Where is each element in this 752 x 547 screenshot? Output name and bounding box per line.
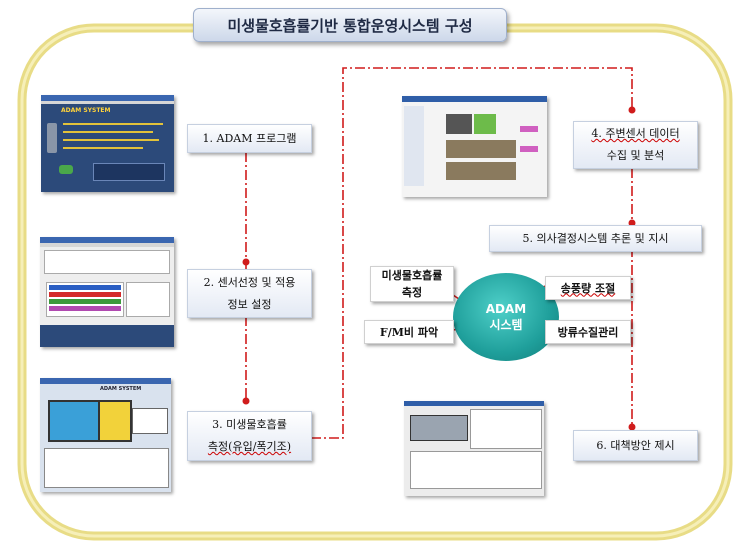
step-3-respiration: 3. 미생물호흡률 측정(유입/폭기조) [187,411,312,461]
step-3-label-line2: 측정(유입/폭기조) [207,440,292,453]
gauge-panel [446,114,472,134]
satellite-respiration-line2: 측정 [401,286,423,299]
data-table [44,448,169,488]
tank-graphic [48,400,100,442]
settings-grid [44,250,170,274]
step-4-sensor-data: 4. 주변센서 데이터 수집 및 분석 [573,121,698,169]
satellite-air-label: 송풍량 조절 [560,281,616,295]
screenshot-countermeasure [404,401,544,496]
sensor-values [126,282,170,317]
sensor-row [49,299,121,304]
trend-chart [470,409,542,449]
satellite-effluent-label: 방류수질관리 [557,325,619,339]
step-2-label-line1: 2. 센서선정 및 적용 [203,275,296,289]
window-titlebar [404,401,544,406]
window-menubar [41,101,174,104]
window-menubar [40,243,174,247]
screenshot-sensor-monitor [402,96,547,197]
step-5-decision: 5. 의사결정시스템 추론 및 지시 [489,225,702,252]
logo-icon [59,165,73,174]
tank-graphic [410,415,468,441]
process-panel [446,140,516,158]
sensor-device-image [47,123,57,153]
text-line [63,139,159,141]
brand-text: ADAM SYSTEM [61,107,111,114]
result-table [410,451,542,489]
step-2-sensor-setup: 2. 센서선정 및 적용 정보 설정 [187,269,312,318]
taskbar-area [40,325,174,347]
dot-step3 [242,397,250,405]
screenshot-sensor-settings [40,237,174,347]
sensor-row [49,292,121,297]
connector-3-4 [311,67,633,439]
dot-step6 [628,423,636,431]
satellite-fm-label: F/M비 파악 [379,325,439,339]
step-1-label: 1. ADAM 프로그램 [202,131,297,145]
step-5-label: 5. 의사결정시스템 추론 및 지시 [522,231,669,245]
info-panel [93,163,165,181]
adam-label-line1: ADAM [485,302,527,316]
tank-graphic [98,400,132,442]
window-titlebar [41,95,174,101]
sensor-tag [520,146,538,152]
step-2-label-line2: 정보 설정 [227,297,272,311]
window-titlebar [40,378,171,384]
satellite-fm-ratio: F/M비 파악 [364,320,454,344]
readout-panel [132,408,168,434]
adam-system-node: ADAM 시스템 [453,273,559,361]
text-line [63,147,143,149]
step-6-countermeasure: 6. 대책방안 제시 [573,430,698,461]
step-4-label-line1: 4. 주변센서 데이터 [591,127,680,140]
window-titlebar [40,237,174,243]
dot-step2 [242,258,250,266]
dot-step4 [628,106,636,114]
diagram-title: 미생물호흡률기반 통합운영시스템 구성 [193,8,507,42]
adam-label-line2: 시스템 [489,318,523,332]
satellite-respiration-line1: 미생물호흡률 [381,269,443,282]
sensor-row [49,306,121,311]
dot-step5 [628,219,636,227]
step-6-label: 6. 대책방안 제시 [596,438,675,452]
brand-text: ADAM SYSTEM [100,386,142,392]
sensor-row [49,285,121,290]
text-line [63,131,153,133]
screenshot-adam-program: ADAM SYSTEM [41,95,174,192]
process-panel [446,162,516,180]
satellite-effluent: 방류수질관리 [545,320,631,344]
side-menu [404,106,424,186]
text-line [63,123,163,125]
step-3-label-line1: 3. 미생물호흡률 [212,418,287,431]
satellite-respiration: 미생물호흡률 측정 [370,266,454,302]
sensor-list [46,282,124,317]
satellite-air-control: 송풍량 조절 [545,276,631,300]
window-titlebar [402,96,547,102]
step-1-adam-program: 1. ADAM 프로그램 [187,124,312,153]
screenshot-respiration: ADAM SYSTEM [40,378,171,492]
sensor-tag [520,126,538,132]
step-4-label-line2: 수집 및 분석 [606,149,665,162]
chart-panel [474,114,496,134]
